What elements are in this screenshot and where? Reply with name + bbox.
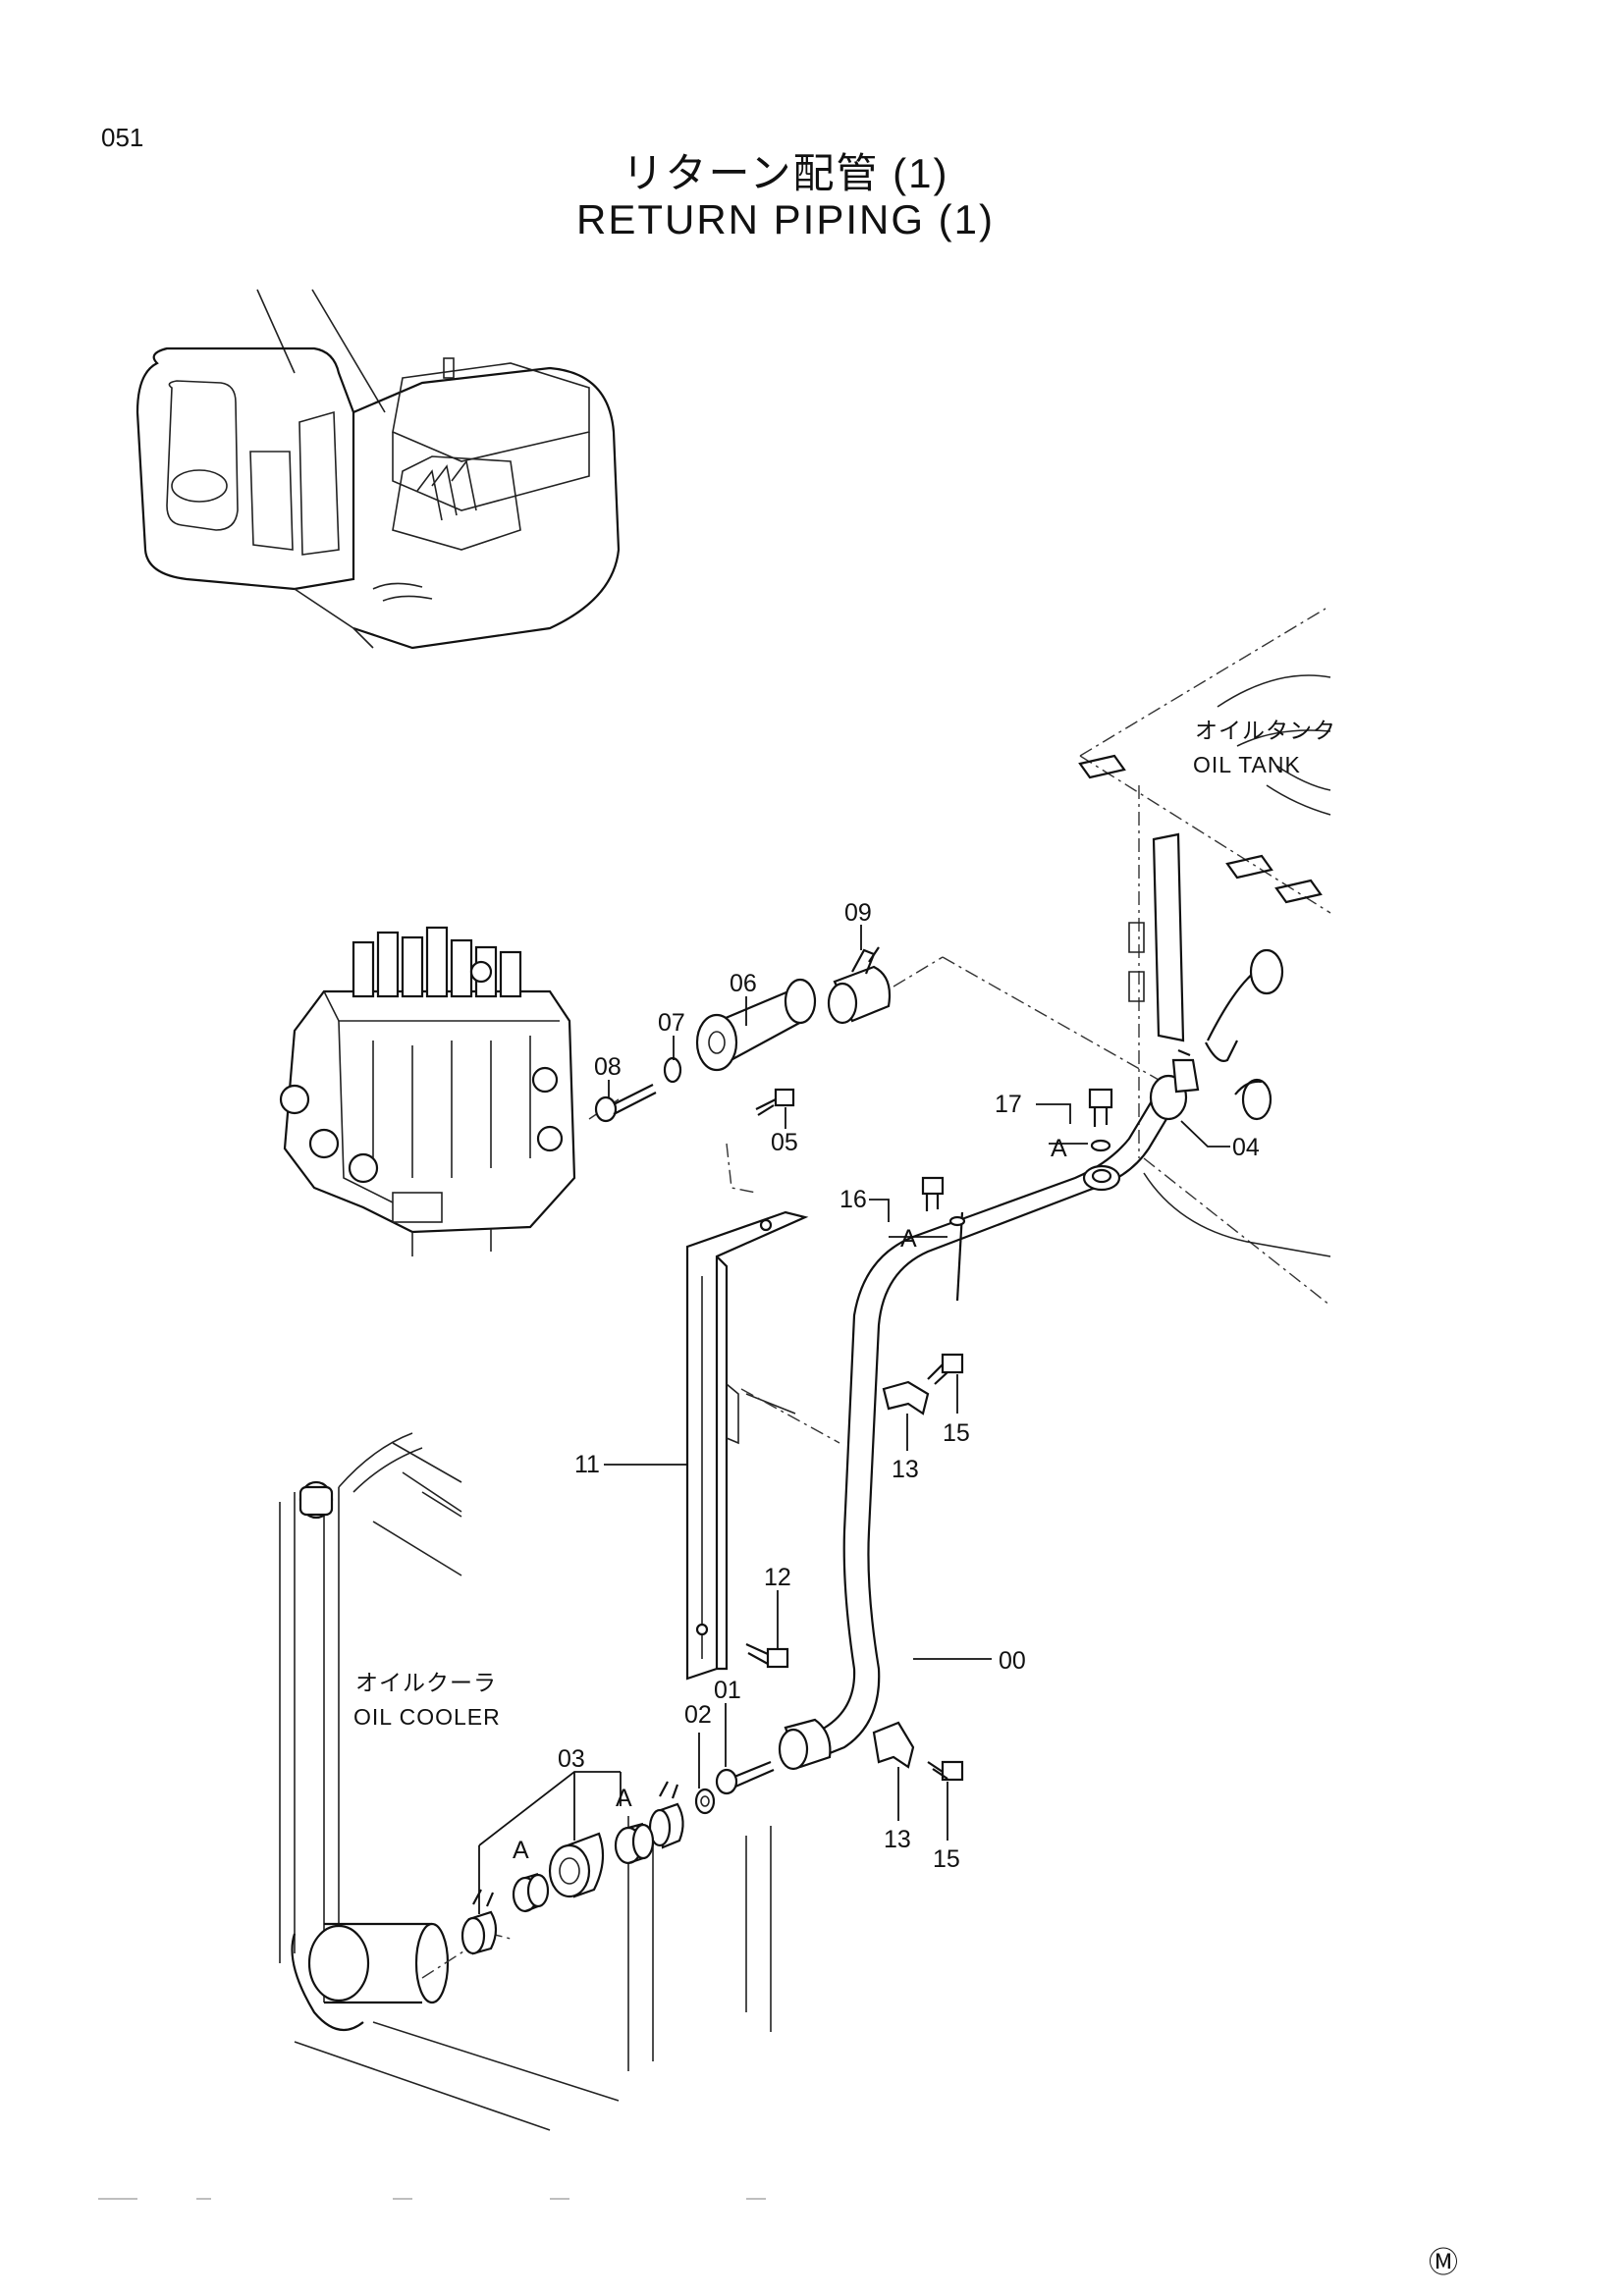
- callout-12: 12: [764, 1564, 791, 1591]
- return-pipe: [778, 1085, 1180, 1771]
- callout-17: 17: [995, 1091, 1022, 1118]
- o-ring-07: [663, 1056, 682, 1084]
- callout-03: 03: [558, 1745, 585, 1773]
- leader-lines: [478, 925, 1230, 1914]
- callout-00: 00: [999, 1647, 1026, 1675]
- bolt-05: [755, 1088, 795, 1116]
- clamp-03-right: [648, 1781, 684, 1849]
- bolt-16: [921, 1176, 966, 1227]
- clamp-13-upper: [882, 1380, 930, 1415]
- washer-02: [694, 1788, 716, 1815]
- clamp-09: [827, 946, 892, 1025]
- callout-04: 04: [1232, 1134, 1260, 1161]
- bolt-17: [1088, 1088, 1113, 1152]
- set-mark-a-16: A: [900, 1225, 917, 1253]
- hose-06: [695, 978, 817, 1072]
- callout-labels: 00 01 02 03 04 05 06 07 08 09 11 12 13 1…: [558, 899, 1260, 1873]
- clamp-04: [1149, 1048, 1200, 1121]
- callout-11: 11: [574, 1451, 600, 1478]
- oil-cooler-label-ja: オイルクーラ: [355, 1670, 497, 1695]
- bolt-08: [594, 1084, 657, 1123]
- page-mark: Ⓜ: [1429, 2247, 1458, 2279]
- oil-tank-illustration: [1078, 608, 1331, 1307]
- callout-06: 06: [730, 970, 757, 997]
- excavator-locator-illustration: [135, 289, 621, 650]
- bolt-15-lower: [927, 1760, 964, 1782]
- callout-05: 05: [771, 1129, 798, 1156]
- callout-01: 01: [714, 1677, 741, 1704]
- callout-13-lower: 13: [884, 1826, 911, 1853]
- set-mark-labels: A A A A: [513, 1135, 1067, 1864]
- callout-13-upper: 13: [892, 1456, 919, 1483]
- callout-15-lower: 15: [933, 1845, 960, 1873]
- control-valve-illustration: [279, 926, 576, 1256]
- callout-02: 02: [684, 1701, 712, 1729]
- hose-03: [548, 1832, 605, 1898]
- callout-15-upper: 15: [943, 1419, 970, 1447]
- set-mark-a-17: A: [1051, 1135, 1067, 1162]
- bolt-15-upper: [927, 1353, 964, 1385]
- clamp-13-lower: [872, 1721, 915, 1769]
- callout-07: 07: [658, 1009, 685, 1037]
- title-japanese: リターン配管 (1): [622, 150, 949, 196]
- page-number: 051: [101, 123, 144, 152]
- bolt-12: [745, 1642, 789, 1669]
- oil-cooler-illustration: [279, 1432, 772, 2131]
- oil-tank-label-en: OIL TANK: [1193, 752, 1301, 777]
- component-labels: オイルタンク OIL TANK オイルクーラ OIL COOLER: [353, 718, 1336, 1730]
- set-mark-a-right: A: [616, 1785, 632, 1812]
- clamp-03-left: [460, 1889, 498, 1955]
- oil-tank-label-ja: オイルタンク: [1195, 718, 1336, 743]
- insert-03-right: [614, 1822, 655, 1865]
- oil-cooler-label-en: OIL COOLER: [353, 1704, 501, 1730]
- callout-09: 09: [844, 899, 872, 927]
- bolt-01: [715, 1760, 775, 1795]
- stay-bracket: [685, 1210, 840, 1681]
- title-english: RETURN PIPING (1): [575, 196, 996, 242]
- set-mark-a-left: A: [513, 1837, 529, 1864]
- insert-03-left: [512, 1872, 550, 1913]
- callout-16: 16: [839, 1186, 867, 1213]
- callout-08: 08: [594, 1053, 622, 1081]
